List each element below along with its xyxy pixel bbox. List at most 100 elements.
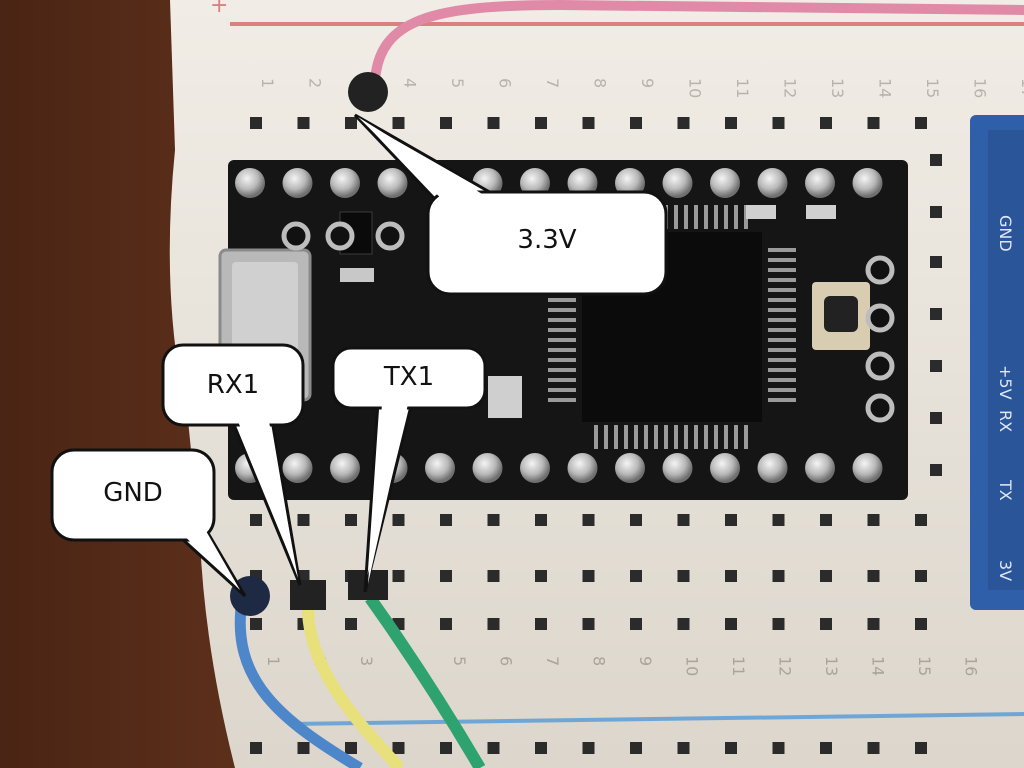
top-row-number: 5 [448, 78, 467, 88]
top-row-number: 17 [1018, 78, 1024, 98]
breadboard-hole [297, 514, 310, 526]
breadboard-holes [250, 117, 942, 754]
breadboard-hole [630, 618, 642, 630]
pink-wire [370, 0, 1024, 85]
breadboard-hole [487, 117, 500, 129]
callout-tx1 [331, 346, 487, 593]
breadboard-hole [820, 117, 832, 129]
breadboard-hole [867, 117, 880, 129]
blue-wire [234, 599, 363, 768]
breadboard-hole [915, 618, 927, 630]
solder-pad [235, 168, 265, 198]
breadboard-hole [677, 514, 690, 526]
top-row-numbers: 1234567891011121314151617 [258, 78, 1024, 98]
breadboard-hole [930, 154, 942, 166]
breadboard-hole [930, 256, 942, 268]
breadboard-hole [772, 117, 785, 129]
breadboard-hole [345, 742, 357, 754]
bottom-row-number: 14 [869, 656, 888, 676]
side-module-label-3v: 3V [996, 560, 1015, 581]
bottom-row-number: 1 [264, 656, 283, 666]
side-module-label-rx: RX [996, 410, 1015, 432]
callout-rx1 [161, 343, 305, 586]
side-module-label-gnd: GND [996, 215, 1015, 252]
power-rail-blue-line [290, 712, 1024, 726]
breadboard-hole [487, 514, 500, 526]
solder-pad [757, 453, 788, 483]
solder-pad [662, 168, 693, 198]
breadboard-hole [725, 618, 737, 630]
breadboard-hole [392, 117, 405, 129]
breadboard-hole [440, 514, 452, 526]
top-row-number: 12 [781, 78, 800, 98]
breadboard-hole [867, 514, 880, 526]
solder-pad [282, 168, 313, 198]
solder-pad [852, 168, 883, 198]
crystal [488, 376, 522, 418]
callout-gnd [50, 448, 247, 598]
breadboard-hole [915, 742, 927, 754]
breadboard-hole [535, 117, 547, 129]
top-row-number: 16 [971, 78, 990, 98]
breadboard-hole [535, 618, 547, 630]
breadboard-hole [630, 514, 642, 526]
breadboard-hole [440, 618, 452, 630]
top-row-number: 10 [686, 78, 705, 98]
breadboard-hole [250, 514, 262, 526]
top-row-number: 7 [543, 78, 562, 88]
breadboard-hole [677, 742, 690, 754]
top-row-number: 13 [828, 78, 847, 98]
breadboard-hole [535, 514, 547, 526]
top-row-number: 6 [496, 78, 515, 88]
callout-label-tx1: TX1 [383, 362, 435, 392]
top-row-number: 14 [876, 78, 895, 98]
breadboard-hole [345, 618, 357, 630]
breadboard-hole [677, 618, 690, 630]
breadboard-hole [250, 618, 262, 630]
breadboard-hole [582, 618, 595, 630]
top-row-number: 1 [258, 78, 277, 88]
breadboard-hole [535, 570, 547, 582]
breadboard-hole [930, 206, 942, 218]
breadboard-hole [930, 412, 942, 424]
breadboard-hole [440, 570, 452, 582]
breadboard-hole [820, 514, 832, 526]
side-module-label-tx: TX [996, 479, 1015, 501]
solder-pad [520, 453, 550, 483]
breadboard-hole [677, 570, 690, 582]
svg-text:+: + [210, 0, 228, 18]
breadboard-hole [820, 742, 832, 754]
breadboard-hole [772, 514, 785, 526]
breadboard-hole [487, 618, 500, 630]
top-row-number: 8 [591, 78, 610, 88]
solder-pad [852, 453, 883, 483]
bottom-row-number: 15 [915, 656, 934, 676]
breadboard-hole [582, 742, 595, 754]
breadboard-hole [867, 570, 880, 582]
breadboard-hole [725, 117, 737, 129]
bottom-row-number: 3 [357, 656, 376, 666]
callout-3v3 [353, 113, 668, 296]
solder-pad [377, 168, 408, 198]
breadboard-hole [487, 742, 500, 754]
breadboard-hole [930, 464, 942, 476]
breadboard-hole [725, 514, 737, 526]
breadboard-hole [867, 618, 880, 630]
breadboard-hole [582, 514, 595, 526]
yellow-wire [301, 599, 405, 768]
breadboard-hole [345, 117, 357, 129]
solder-pad [757, 168, 788, 198]
breadboard-hole [297, 117, 310, 129]
microcontroller-board [218, 160, 908, 500]
top-row-number: 4 [401, 78, 420, 88]
breadboard-hole [772, 570, 785, 582]
solder-pad [567, 453, 598, 483]
bottom-row-number: 9 [636, 656, 655, 666]
breadboard-hole [440, 117, 452, 129]
breadboard-hole [487, 570, 500, 582]
breadboard-hole [582, 117, 595, 129]
solder-pad [662, 453, 693, 483]
breadboard-hole [250, 117, 262, 129]
breadboard-hole [582, 570, 595, 582]
